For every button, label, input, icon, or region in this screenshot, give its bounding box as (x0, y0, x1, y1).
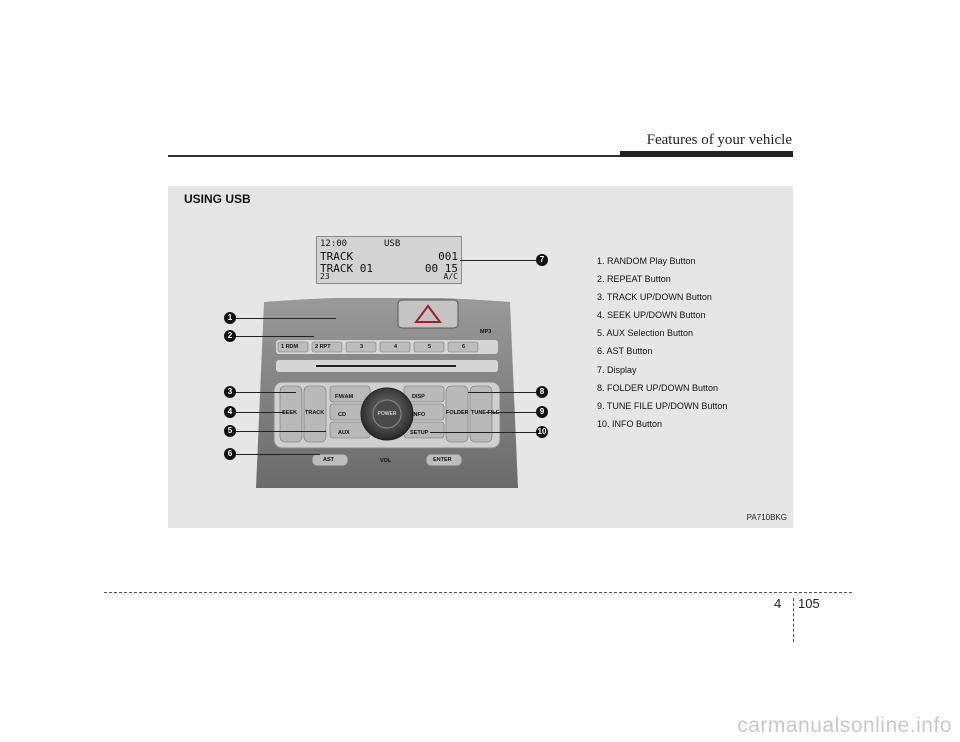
preset-4-label: 4 (394, 344, 398, 350)
lcd-line1-label: TRACK (320, 250, 354, 263)
leader-line-5 (236, 431, 326, 432)
preset-6-label: 6 (462, 344, 466, 350)
legend-item: 8. FOLDER UP/DOWN Button (597, 382, 719, 393)
page-number: 105 (798, 596, 820, 611)
legend-item: 3. TRACK UP/DOWN Button (597, 292, 712, 303)
preset-1-label: 1 RDM (281, 344, 299, 350)
leader-line-3 (236, 392, 296, 393)
legend-item: 2. REPEAT Button (597, 274, 671, 285)
button-legend: 1. RANDOM Play Button 2. REPEAT Button 3… (597, 252, 727, 433)
enter-label: ENTER (433, 457, 452, 463)
callout-3: 3 (224, 386, 236, 398)
radio-head-unit: FM/AM CD AUX DISP INFO SETUP SEEK TRACK … (256, 297, 518, 488)
legend-item: 5. AUX Selection Button (597, 328, 694, 339)
preset-5-label: 5 (428, 344, 432, 350)
watermark: carmanualsonline.info (737, 714, 952, 737)
fm-am-label: FM/AM (335, 394, 354, 400)
preset-3-label: 3 (360, 344, 364, 350)
callout-7: 7 (536, 254, 548, 266)
info-label: INFO (412, 412, 426, 418)
panel-title: USING USB (184, 192, 251, 206)
cd-label: CD (338, 412, 346, 418)
legend-item: 4. SEEK UP/DOWN Button (597, 310, 706, 321)
callout-2: 2 (224, 330, 236, 342)
leader-line-1 (236, 318, 336, 319)
legend-item: 9. TUNE FILE UP/DOWN Button (597, 400, 728, 411)
callout-1: 1 (224, 312, 236, 324)
folder-label: FOLDER (446, 410, 469, 416)
aux-label: AUX (338, 430, 350, 436)
legend-item: 1. RANDOM Play Button (597, 256, 696, 266)
leader-line-10 (430, 432, 536, 433)
lcd-line2-value: 00 15 (424, 262, 458, 275)
chapter-number: 4 (774, 596, 782, 611)
lcd-temperature: 23 (320, 272, 330, 281)
leader-line-8 (468, 392, 536, 393)
tune-file-label: TUNE FILE (471, 410, 500, 416)
lcd-ac-status: A/C (443, 272, 458, 281)
lcd-clock: 12:00 (320, 239, 348, 249)
leader-line-9 (486, 412, 536, 413)
track-label: TRACK (305, 410, 325, 416)
header-rule-accent (620, 151, 793, 157)
callout-9: 9 (536, 406, 548, 418)
preset-2-label: 2 RPT (315, 344, 331, 350)
footer-dashed-divider (793, 598, 794, 642)
power-label: POWER (377, 411, 397, 417)
setup-label: SETUP (410, 430, 429, 436)
figure-code: PA710BKG (746, 513, 787, 522)
leader-line-7 (460, 260, 536, 261)
lcd-line1-value: 001 (438, 250, 458, 263)
illustration-panel: USING USB 12:00 USB TRACK 001 TRACK 01 00 1… (168, 186, 793, 528)
callout-4: 4 (224, 406, 236, 418)
lcd-display: 12:00 USB TRACK 001 TRACK 01 00 15 23 A/C (316, 236, 462, 284)
section-title: Features of your vehicle (646, 132, 792, 148)
leader-line-4 (236, 412, 284, 413)
callout-8: 8 (536, 386, 548, 398)
callout-6: 6 (224, 448, 236, 460)
vol-label: VOL (380, 458, 392, 464)
seek-label: SEEK (282, 410, 297, 416)
leader-line-6 (236, 454, 320, 455)
callout-5: 5 (224, 425, 236, 437)
callout-10: 10 (536, 426, 548, 438)
mp3-label: MP3 (480, 329, 492, 335)
header-rule (168, 155, 793, 157)
legend-item: 6. AST Button (597, 346, 653, 357)
lcd-mode: USB (384, 239, 401, 249)
ast-label: AST (323, 457, 334, 463)
footer-dashed-rule (104, 592, 852, 593)
legend-item: 7. Display (597, 364, 637, 375)
leader-line-2 (236, 336, 314, 337)
radio-unit-drawing (256, 297, 518, 488)
legend-item: 10. INFO Button (597, 418, 663, 429)
lcd-line2-label: TRACK 01 (320, 262, 373, 275)
disp-label: DISP (412, 394, 425, 400)
